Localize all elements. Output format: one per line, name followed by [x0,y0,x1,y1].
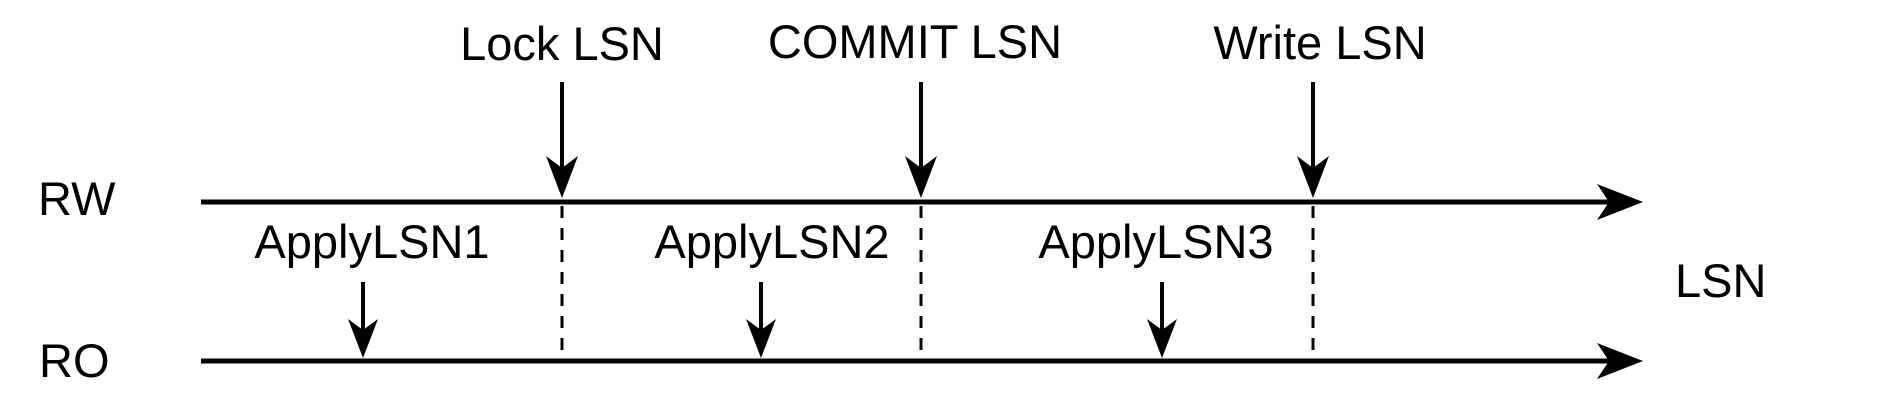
write-lsn-arrowhead-icon [1297,156,1329,198]
apply-lsn2-arrowhead-icon [746,319,776,358]
apply-lsn3-label: ApplyLSN3 [1038,215,1273,268]
rw-timeline-arrowhead-icon [1597,184,1643,220]
apply-lsn1-arrowhead-icon [348,319,378,358]
lsn-axis-label: LSN [1675,254,1766,307]
write-lsn-label: Write LSN [1213,16,1426,69]
apply-lsn1-label: ApplyLSN1 [254,215,489,268]
apply-lsn3-arrowhead-icon [1147,319,1177,358]
lock-lsn-label: Lock LSN [460,17,664,70]
apply-lsn2-label: ApplyLSN2 [654,215,889,268]
ro-timeline-arrowhead-icon [1597,343,1643,379]
commit-lsn-label: COMMIT LSN [768,15,1062,68]
lock-lsn-arrowhead-icon [546,156,578,198]
rw-timeline-label: RW [38,172,116,225]
commit-lsn-arrowhead-icon [905,156,937,198]
ro-timeline-label: RO [39,334,110,387]
